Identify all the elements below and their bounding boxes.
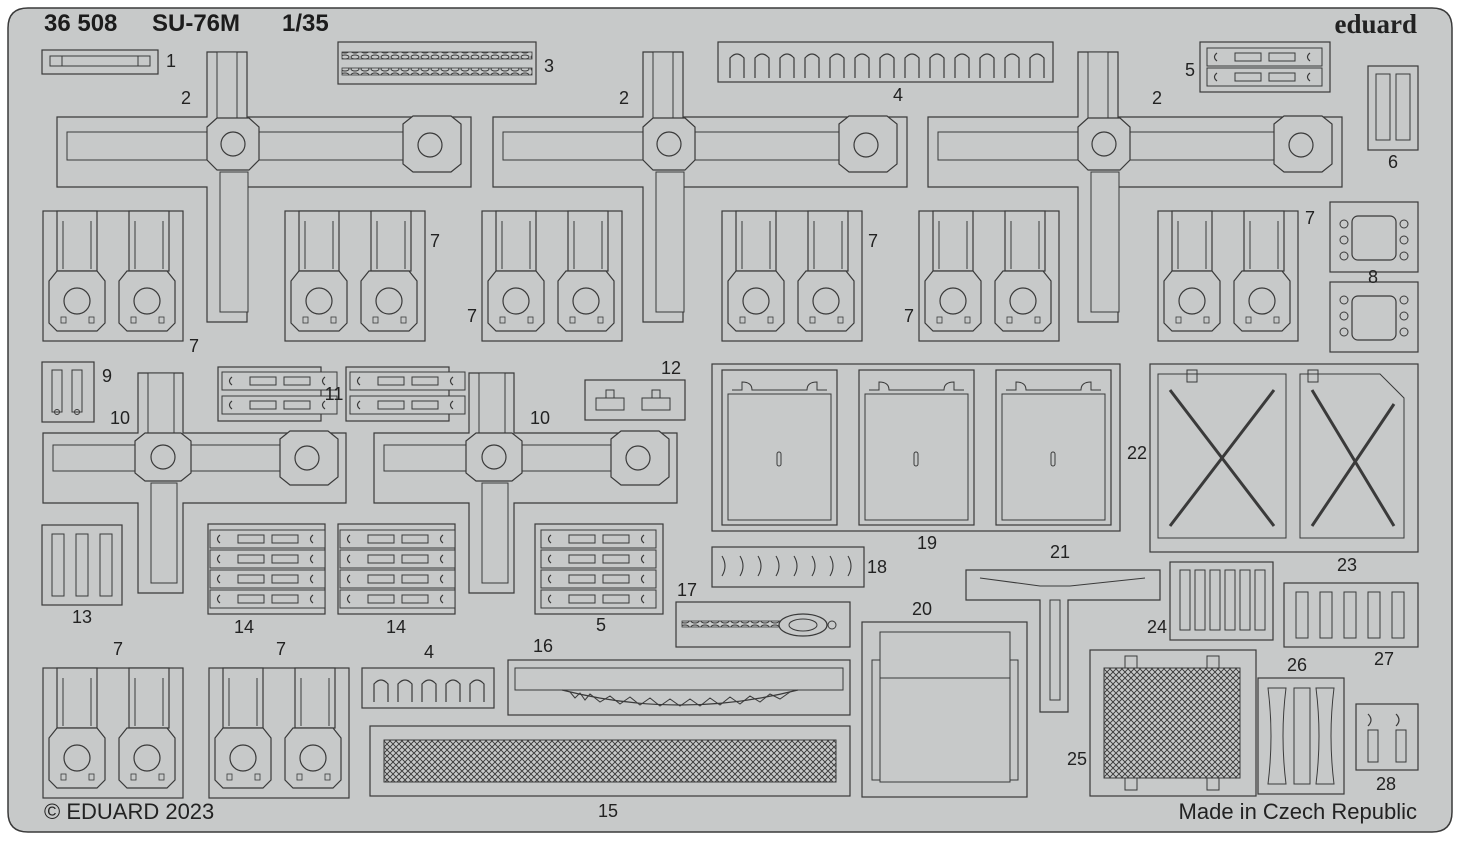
- part-number: 19: [916, 533, 938, 553]
- part-number: 7: [112, 639, 124, 659]
- part-number: 7: [1304, 208, 1316, 228]
- part-number: 28: [1375, 774, 1397, 794]
- part-number: 25: [1066, 749, 1088, 769]
- part-number: 2: [180, 88, 192, 108]
- copyright: © EDUARD 2023: [44, 799, 215, 824]
- part-number: 26: [1286, 655, 1308, 675]
- part-number: 4: [423, 642, 435, 662]
- part-number: 7: [903, 306, 915, 326]
- part-number: 23: [1336, 555, 1358, 575]
- part-number: 7: [429, 231, 441, 251]
- part-number: 14: [233, 617, 255, 637]
- kit-scale: 1/35: [282, 10, 329, 37]
- part-number: 5: [595, 615, 607, 635]
- brand-logo: eduard: [1334, 9, 1417, 39]
- part-number: 7: [466, 306, 478, 326]
- part-number: 4: [892, 85, 904, 105]
- part-number: 22: [1126, 443, 1148, 463]
- part-number: 17: [676, 580, 698, 600]
- part-number: 16: [532, 636, 554, 656]
- part-number: 6: [1387, 152, 1399, 172]
- part-number: 12: [660, 358, 682, 378]
- part-number: 10: [109, 408, 131, 428]
- part-number: 18: [866, 557, 888, 577]
- part-number: 2: [618, 88, 630, 108]
- part-number: 7: [188, 336, 200, 356]
- part-number: 27: [1373, 649, 1395, 669]
- part-number: 7: [867, 231, 879, 251]
- part-number: 3: [543, 56, 555, 76]
- part-number: 9: [101, 366, 113, 386]
- part-number: 15: [597, 801, 619, 821]
- part-number: 13: [71, 607, 93, 627]
- part-number: 1: [165, 51, 177, 71]
- kit-code: 36 508: [44, 10, 118, 37]
- part-number: 8: [1367, 267, 1379, 287]
- kit-model: SU-76M: [152, 10, 241, 37]
- part-number: 5: [1184, 60, 1196, 80]
- part-number: 24: [1146, 617, 1168, 637]
- part-number: 21: [1049, 542, 1071, 562]
- part-number: 14: [385, 617, 407, 637]
- part-number: 10: [529, 408, 551, 428]
- part-number: 20: [911, 599, 933, 619]
- part-number: 11: [324, 384, 344, 404]
- part-number: 7: [275, 639, 287, 659]
- part-number: 2: [1151, 88, 1163, 108]
- origin-label: Made in Czech Republic: [1178, 799, 1417, 824]
